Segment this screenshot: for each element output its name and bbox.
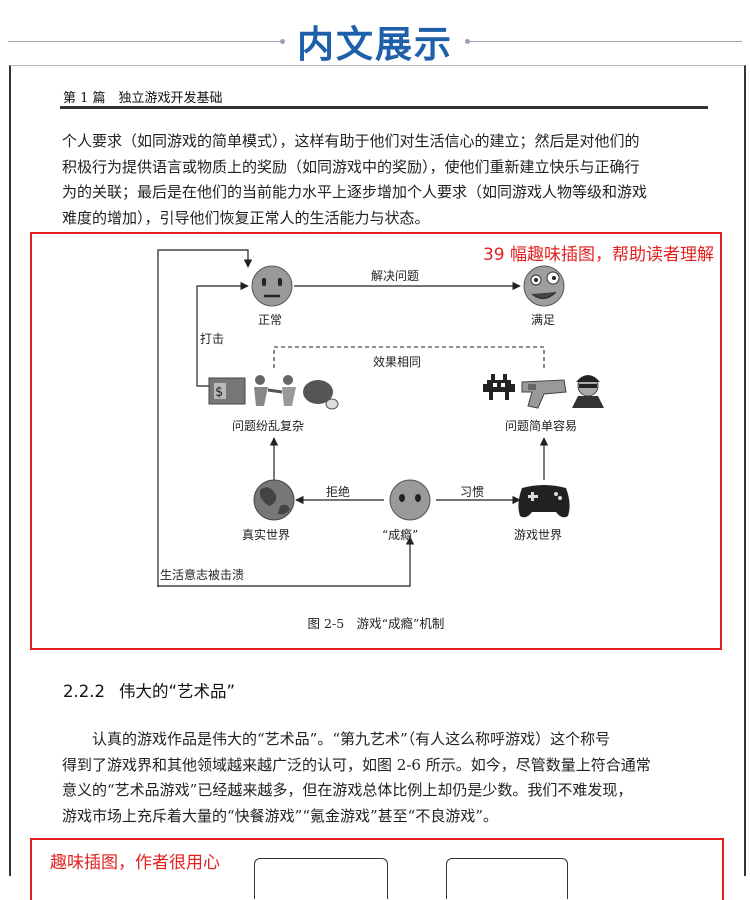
node-label-game-world: 游戏世界	[514, 528, 562, 542]
globe-icon	[253, 479, 295, 521]
bottom-callout: 趣味插图，作者很用心	[50, 853, 220, 873]
node-label-satisfied: 满足	[531, 313, 555, 327]
edge-outer-loop	[157, 249, 253, 587]
banner-left-line	[8, 41, 280, 42]
edge-label-solve: 解决问题	[371, 269, 419, 283]
section-number: 2.2.2	[63, 682, 105, 701]
next-figure-stub-right	[446, 858, 568, 899]
section-heading: 2.2.2 伟大的“艺术品”	[63, 678, 235, 702]
paragraph-1: 个人要求（如同游戏的简单模式），这样有助于他们对生活信心的建立；然后是对他们的 …	[62, 129, 710, 231]
edge-label-crushed: 生活意志被击溃	[160, 567, 244, 582]
figure-caption: 图 2-5 游戏“成瘾”机制	[307, 616, 445, 631]
node-label-complex: 问题纷乱复杂	[232, 419, 304, 433]
money-icon: $	[208, 377, 246, 405]
banner-right-dot	[465, 39, 470, 44]
edge-hit	[196, 281, 249, 387]
figure-highlight-box: 39 幅趣味插图，帮助读者理解	[30, 232, 722, 650]
paragraph-1-line: 个人要求（如同游戏的简单模式），这样有助于他们对生活信心的建立；然后是对他们的	[62, 132, 640, 150]
neutral-face-icon	[251, 265, 293, 307]
edge-same-effect	[273, 346, 545, 368]
node-label-real-world: 真实世界	[242, 527, 290, 542]
paragraph-1-line: 为的关联；最后是在他们的当前能力水平上逐步增加个人要求（如同游戏人物等级和游戏	[62, 183, 648, 201]
toy-gun-icon	[521, 379, 567, 409]
paragraph-2-line: 得到了游戏界和其他领域越来越广泛的认可，如图 2-6 所示。如今，尽管数量上符合…	[62, 755, 651, 774]
edge-crushed	[157, 536, 415, 587]
paragraph-1-line: 积极行为提供语言或物质上的奖励（如同游戏中的奖励），使他们重新建立快乐与正确行	[62, 157, 640, 176]
paragraph-1-line: 难度的增加），引导他们恢复正常人的生活能力与状态。	[62, 208, 430, 227]
node-label-addiction: “成瘾”	[382, 527, 418, 542]
fighting-people-icon	[254, 375, 296, 406]
book-page: 第 1 篇 独立游戏开发基础 个人要求（如同游戏的简单模式），这样有助于他们对生…	[9, 65, 746, 900]
gamepad-icon	[518, 485, 570, 518]
node-label-simple: 问题简单容易	[505, 418, 577, 433]
paragraph-2-line: 认真的游戏作品是伟大的“艺术品”。“第九艺术”（有人这么称呼游戏）这个称号	[92, 730, 611, 748]
bottom-highlight-box: 趣味插图，作者很用心	[30, 838, 724, 900]
paragraph-2: 认真的游戏作品是伟大的“艺术品”。“第九艺术”（有人这么称呼游戏）这个称号 得到…	[62, 727, 710, 829]
edge-label-same-effect: 效果相同	[373, 354, 421, 369]
meat-icon	[303, 380, 339, 410]
next-figure-stub-left	[254, 858, 388, 899]
paragraph-2-line: 意义的“艺术品游戏”已经越来越多，但在游戏总体比例上却仍是少数。我们不难发现，	[62, 781, 633, 799]
figure-callout: 39 幅趣味插图，帮助读者理解	[482, 245, 714, 265]
winking-face-icon	[523, 265, 565, 307]
banner-right-line	[470, 41, 742, 42]
running-head: 第 1 篇 独立游戏开发基础	[63, 91, 223, 106]
addiction-diagram: $	[157, 249, 604, 587]
banner-title: 内文展示	[297, 23, 453, 66]
space-invader-icon	[483, 374, 515, 400]
paragraph-2-line: 游戏市场上充斥着大量的“快餐游戏”“氪金游戏”甚至“不良游戏”。	[62, 806, 499, 825]
node-label-normal: 正常	[258, 313, 282, 327]
edge-label-habit: 习惯	[460, 484, 484, 499]
banner-left-dot	[280, 39, 285, 44]
superhero-icon	[572, 375, 604, 408]
section-title: 伟大的“艺术品”	[118, 682, 236, 701]
sleepy-face-icon	[389, 479, 431, 521]
svg-text:$: $	[215, 385, 223, 400]
edge-label-hit: 打击	[200, 332, 224, 346]
running-head-rule	[60, 106, 708, 109]
edge-label-refuse: 拒绝	[326, 484, 350, 499]
